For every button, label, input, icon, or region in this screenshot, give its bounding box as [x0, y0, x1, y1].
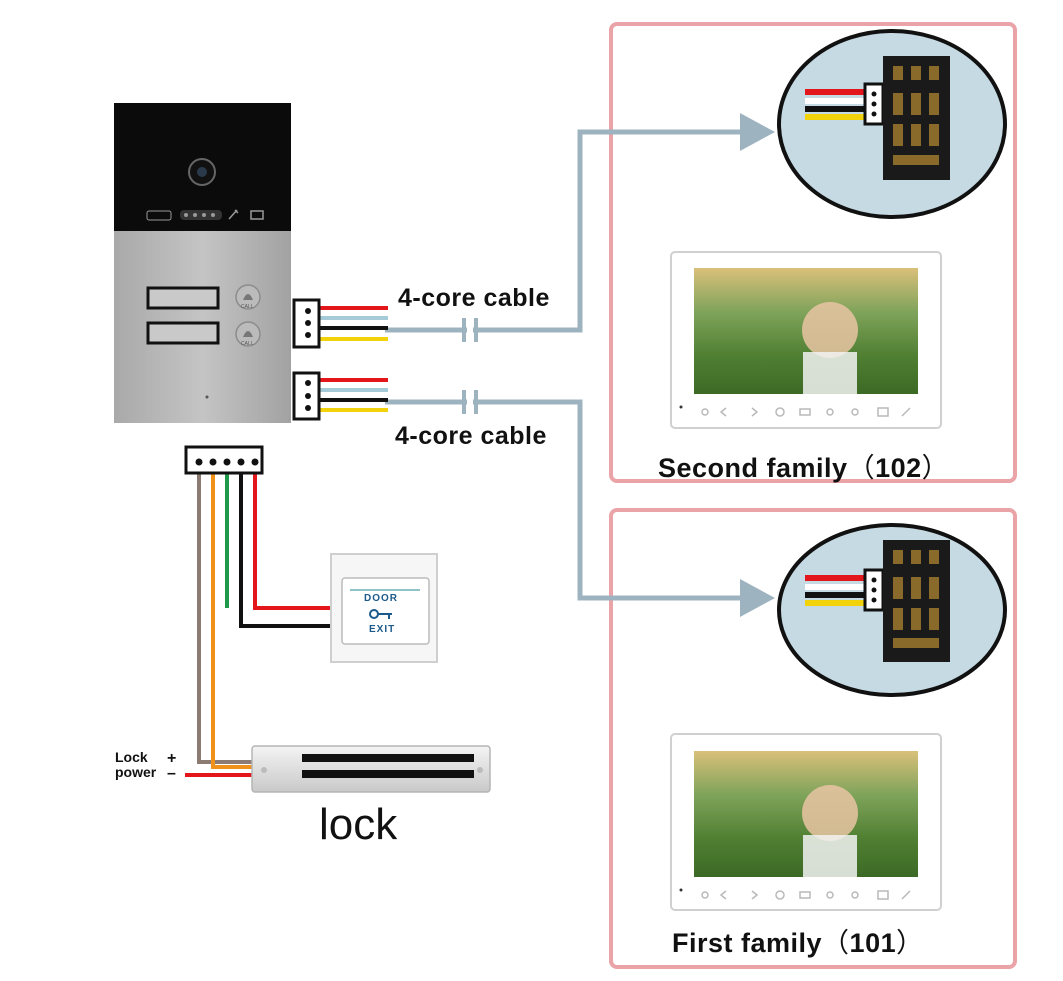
name-plate-2 — [146, 321, 220, 345]
status-led-icon — [180, 210, 222, 220]
indoor-monitor-101 — [670, 733, 942, 911]
lower-connector — [292, 371, 388, 421]
second-family-frame — [609, 22, 1017, 483]
terminal-zoom-bubble-101 — [777, 523, 1007, 697]
family-number: 102 — [875, 453, 922, 483]
family-number: 101 — [849, 928, 897, 958]
lock-minus-sign: – — [167, 765, 176, 782]
lock-power-line2: power — [115, 764, 157, 780]
bottom-connector — [184, 445, 264, 475]
exit-button-door-text: DOOR — [364, 593, 398, 604]
indoor-monitor-102 — [670, 251, 942, 429]
upper-cable-arrow — [740, 113, 775, 151]
lock-power-line1: Lock — [115, 749, 148, 765]
lower-cable-pipe — [385, 399, 745, 601]
lower-cable-label: 4-core cable — [395, 422, 547, 450]
cable-break-mark-upper — [462, 316, 478, 344]
key-icon — [228, 209, 239, 220]
lock-power-label: Lock power — [115, 750, 156, 780]
first-family-frame — [609, 508, 1017, 969]
key-icon — [369, 609, 392, 619]
unlock-icon — [250, 210, 264, 220]
card-reader-icon — [146, 210, 172, 221]
family-name: Second family — [658, 453, 848, 483]
exit-button-exit-text: EXIT — [369, 624, 396, 635]
terminal-zoom-bubble-102 — [777, 29, 1007, 219]
upper-cable-label: 4-core cable — [398, 284, 550, 312]
monitor-control-icons — [701, 407, 911, 417]
second-family-label: Second family（102） — [658, 453, 950, 483]
lock-label: lock — [319, 800, 398, 849]
outdoor-station — [114, 103, 291, 423]
lower-cable-arrow — [740, 579, 775, 617]
upper-connector — [292, 298, 388, 349]
name-plate-1 — [146, 286, 220, 310]
first-family-label: First family（101） — [672, 928, 924, 958]
exit-button-device — [330, 553, 438, 663]
magnetic-lock-device — [251, 745, 491, 793]
call-label-1: CALL — [241, 304, 254, 310]
family-name: First family — [672, 928, 823, 958]
upper-cable-pipe — [385, 129, 745, 333]
lock-plus-sign: + — [167, 750, 177, 767]
monitor-control-icons — [701, 890, 911, 900]
call-label-2: CALL — [241, 341, 254, 347]
cable-break-mark-lower — [462, 388, 478, 416]
bottom-wires — [185, 460, 338, 777]
